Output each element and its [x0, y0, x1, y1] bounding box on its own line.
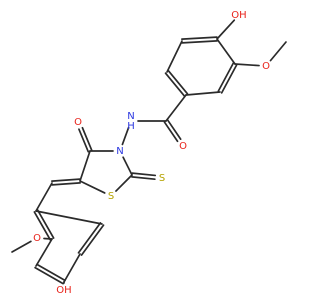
double-bond-line — [78, 128, 90, 153]
single-bond-line — [11, 240, 32, 253]
single-bond-line — [115, 174, 133, 192]
single-bond-line — [216, 38, 236, 65]
atom-o-label: O — [262, 61, 270, 72]
single-bond-line — [35, 182, 53, 212]
single-bond-line — [43, 237, 53, 240]
single-bond-line — [165, 94, 187, 122]
atom-label-text: O — [262, 61, 270, 72]
bond-layer — [11, 19, 287, 285]
double-bond-line — [131, 172, 157, 177]
double-bond-line — [181, 40, 218, 44]
double-bond-line — [130, 176, 156, 181]
double-bond-line — [181, 36, 218, 40]
double-bond-line — [81, 126, 93, 152]
single-bond-line — [269, 41, 287, 62]
double-bond-line — [167, 69, 189, 95]
double-bond-line — [33, 211, 52, 241]
double-bond-line — [51, 182, 81, 186]
atom-o-label: O — [179, 141, 187, 152]
atom-n-label: N — [116, 146, 123, 157]
atom-s-label: S — [159, 173, 165, 184]
single-bond-line — [166, 40, 183, 73]
atom-o-label: OH — [231, 10, 246, 21]
double-bond-line — [163, 121, 179, 143]
atom-label-text: O — [74, 117, 82, 128]
atom-label-text: O — [33, 233, 41, 244]
atom-label-text: OH — [231, 10, 246, 21]
double-bond-line — [36, 263, 66, 282]
double-bond-line — [34, 266, 64, 285]
double-bond-line — [77, 222, 102, 254]
double-bond-line — [51, 178, 81, 182]
atom-label-text: S — [159, 173, 165, 184]
single-bond-line — [216, 19, 236, 40]
atom-label-text: O — [179, 141, 187, 152]
atom-o-label: O — [33, 233, 41, 244]
double-bond-line — [80, 224, 105, 256]
atom-label-text: N — [116, 146, 123, 157]
atom-o-label: O — [74, 117, 82, 128]
single-bond-line — [63, 253, 81, 283]
double-bond-line — [36, 209, 55, 239]
double-bond-line — [217, 62, 235, 92]
single-bond-line — [35, 210, 103, 225]
diagram-background — [0, 0, 300, 300]
double-bond-line — [166, 119, 182, 140]
atom-o-label: OH — [56, 285, 71, 296]
single-bond-line — [185, 91, 221, 96]
single-bond-line — [79, 180, 106, 194]
single-bond-line — [35, 238, 53, 267]
single-bond-line — [79, 150, 91, 182]
atom-label-text: S — [108, 191, 114, 202]
atom-s-label: S — [108, 191, 114, 202]
double-bond-line — [164, 72, 186, 98]
single-bond-line — [121, 126, 130, 146]
single-bond-line — [234, 63, 260, 67]
atom-label-text: OH — [56, 285, 71, 296]
double-bond-line — [220, 64, 238, 94]
single-bond-line — [122, 156, 133, 176]
